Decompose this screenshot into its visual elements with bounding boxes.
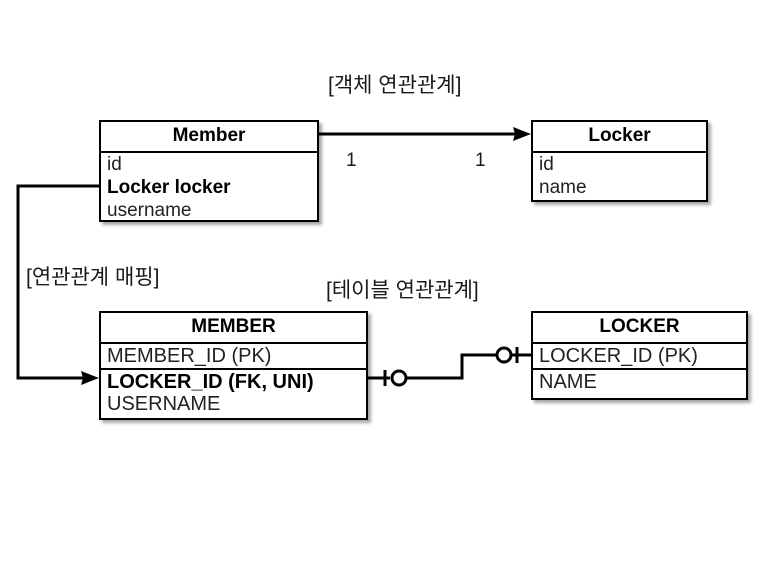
entity-member-object[interactable]: Member id Locker locker username bbox=[99, 120, 319, 222]
field-row: Locker locker bbox=[107, 177, 231, 198]
entity-locker-object[interactable]: Locker id name bbox=[531, 120, 708, 202]
field-row: USERNAME bbox=[107, 393, 221, 415]
object-association-connector bbox=[319, 127, 531, 141]
caption-mapping: [연관관계 매핑] bbox=[26, 266, 160, 289]
field-row: LOCKER_ID (FK, UNI) bbox=[101, 368, 366, 392]
field-row: LOCKER_ID (PK) bbox=[539, 345, 698, 367]
field-row: NAME bbox=[533, 368, 746, 392]
multiplicity-source: 1 bbox=[346, 150, 357, 171]
entity-locker-table[interactable]: LOCKER LOCKER_ID (PK) NAME bbox=[531, 311, 748, 400]
field-row: name bbox=[539, 177, 587, 198]
field-row: username bbox=[107, 200, 192, 221]
entity-member-object-fields: id Locker locker username bbox=[101, 151, 317, 222]
field-row: MEMBER_ID (PK) bbox=[107, 345, 272, 367]
entity-member-table[interactable]: MEMBER MEMBER_ID (PK) LOCKER_ID (FK, UNI… bbox=[99, 311, 368, 420]
caption-table-relation: [테이블 연관관계] bbox=[326, 279, 479, 302]
multiplicity-target: 1 bbox=[475, 150, 486, 171]
entity-locker-table-title: LOCKER bbox=[599, 316, 680, 337]
field-row: id bbox=[539, 154, 554, 175]
caption-object-relation: [객체 연관관계] bbox=[328, 74, 462, 97]
entity-locker-table-fields: LOCKER_ID (PK) NAME bbox=[533, 342, 746, 392]
entity-member-table-title: MEMBER bbox=[191, 316, 276, 337]
mapping-connector bbox=[16, 184, 99, 385]
entity-locker-object-title: Locker bbox=[588, 125, 651, 146]
entity-member-object-title: Member bbox=[172, 125, 246, 146]
entity-member-table-fields: MEMBER_ID (PK) LOCKER_ID (FK, UNI) USERN… bbox=[101, 342, 366, 416]
entity-locker-object-fields: id name bbox=[533, 151, 706, 199]
field-row: id bbox=[107, 154, 122, 175]
table-association-connector bbox=[368, 346, 531, 387]
